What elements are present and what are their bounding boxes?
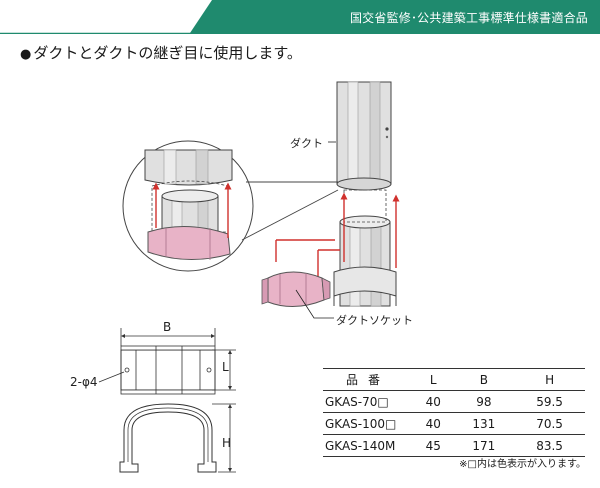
top-view-drawing [98, 328, 236, 395]
dimension-b-label: B [163, 320, 172, 334]
dimension-l-label: L [222, 360, 229, 374]
magnified-detail [122, 140, 339, 272]
b-cell: 98 [453, 390, 515, 413]
socket-piece [261, 271, 331, 307]
model-cell: GKAS-70□ [323, 390, 413, 413]
table-row: GKAS-70□ 40 98 59.5 [323, 390, 585, 413]
lead-sentence: ●ダクトとダクトの継ぎ目に使用します。 [20, 42, 302, 63]
h-cell: 83.5 [514, 434, 585, 457]
b-cell: 131 [453, 412, 515, 435]
compliance-badge: 国交省監修･公共建築工事標準仕様書適合品 [349, 11, 588, 25]
spec-table: 品番 L B H GKAS-70□ 40 98 59.5 GKAS-100□ 4… [323, 368, 585, 457]
l-cell: 45 [413, 434, 454, 457]
table-header-row: 品番 L B H [323, 368, 585, 391]
b-cell: 171 [453, 434, 515, 457]
h-cell: 59.5 [514, 390, 585, 413]
column-header: L [413, 368, 454, 391]
bullet-icon: ● [20, 47, 32, 62]
lead-text: ダクトとダクトの継ぎ目に使用します。 [33, 44, 302, 62]
l-cell: 40 [413, 390, 454, 413]
model-cell: GKAS-140M [323, 434, 413, 457]
l-cell: 40 [413, 412, 454, 435]
header-badge-shape [0, 0, 600, 34]
color-footnote: ※□内は色表示が入ります。 [459, 459, 586, 470]
column-header: H [514, 368, 585, 391]
header-bar: 国交省監修･公共建築工事標準仕様書適合品 [0, 0, 600, 34]
front-view-drawing [119, 403, 236, 473]
model-cell: GKAS-100□ [323, 412, 413, 435]
duct-callout: ダクト [290, 137, 323, 150]
column-header: B [453, 368, 515, 391]
table-row: GKAS-100□ 40 131 70.5 [323, 412, 585, 435]
dimension-h-label: H [222, 436, 232, 450]
hole-spec-label: 2-φ4 [70, 375, 98, 389]
socket-callout: ダクトソケット [336, 314, 413, 327]
lower-duct [333, 189, 397, 307]
table-row: GKAS-140M 45 171 83.5 [323, 434, 585, 457]
column-header: 品番 [323, 368, 413, 391]
upper-duct [336, 81, 392, 191]
h-cell: 70.5 [514, 412, 585, 435]
